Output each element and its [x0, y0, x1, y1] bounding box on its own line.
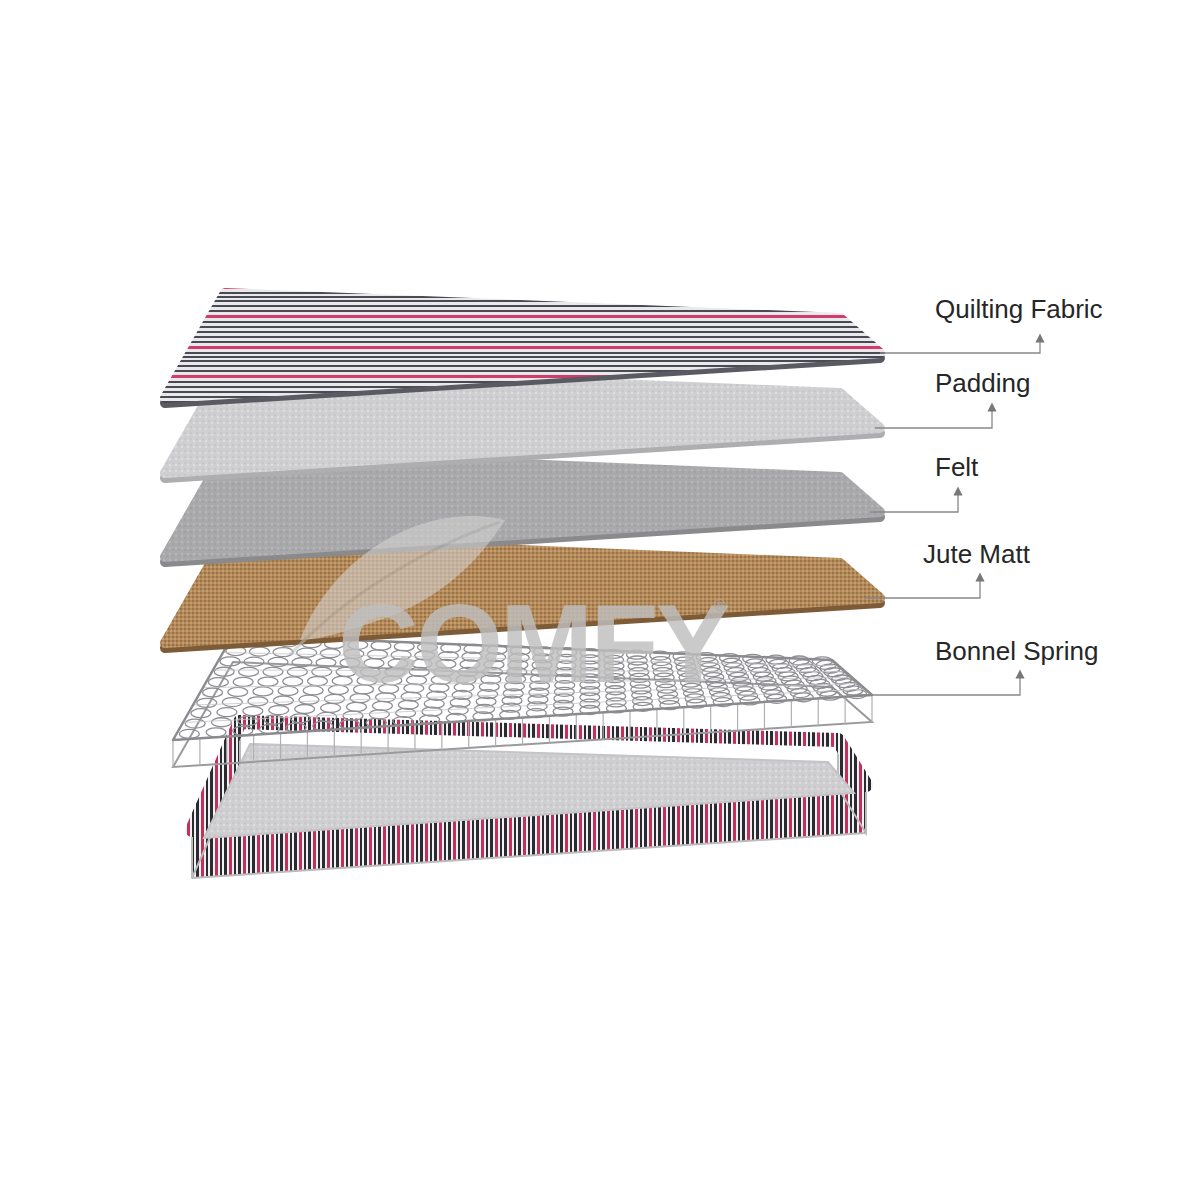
leader-line: [858, 674, 1020, 695]
part-label: Felt: [935, 454, 978, 480]
leader-line: [880, 338, 1040, 353]
part-label: Padding: [935, 370, 1030, 396]
part-label: Quilting Fabric: [935, 296, 1103, 322]
part-label: Jute Matt: [923, 541, 1030, 567]
leader-line: [875, 407, 992, 428]
watermark-mark: ®: [714, 598, 726, 614]
leader-line: [870, 491, 958, 512]
mattress-base-tray: [192, 722, 866, 878]
leader-line: [866, 577, 980, 598]
quilting-fabric-layer: [165, 293, 880, 403]
watermark: COMFY: [338, 588, 727, 700]
part-label: Bonnel Spring: [935, 638, 1098, 664]
